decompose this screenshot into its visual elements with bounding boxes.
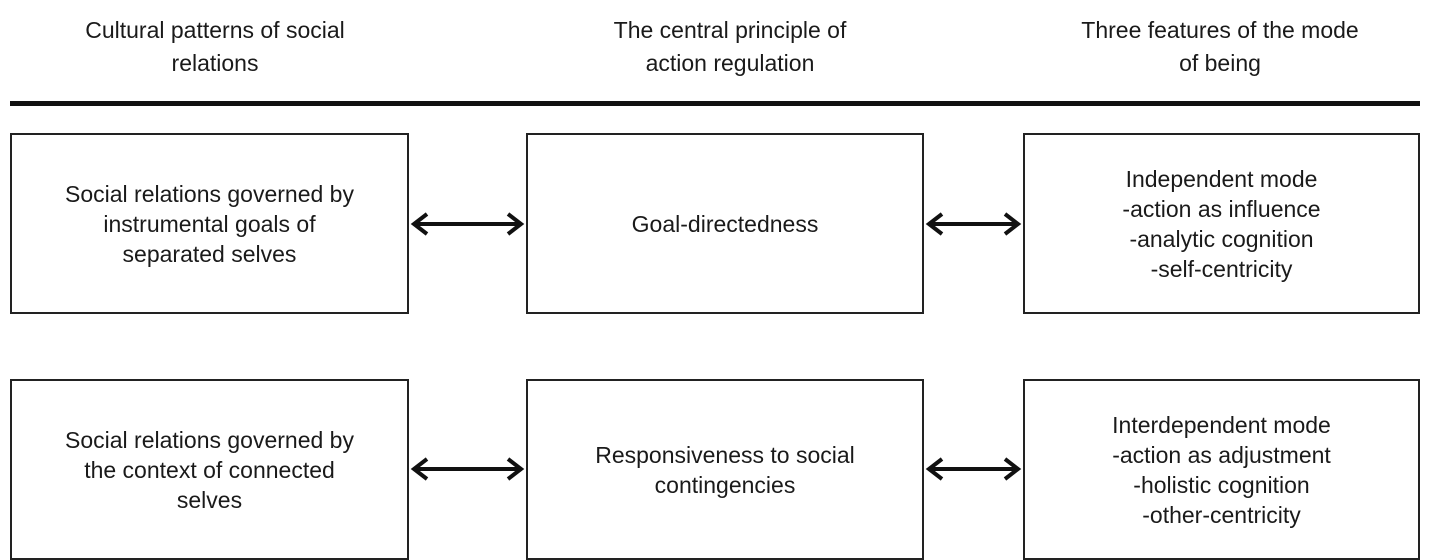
header-line: action regulation [645,50,815,76]
box-line: -self-centricity [1150,255,1293,282]
double-arrow-icon [410,457,525,481]
box-line: instrumental goals of [103,210,316,237]
double-arrow-icon [410,212,525,236]
box-line: Social relations governed by [65,426,354,453]
box-line: -holistic cognition [1133,471,1310,498]
box-responsiveness: Responsiveness to social contingencies [526,379,924,560]
header-line: Cultural patterns of social [85,17,345,43]
box-interdependent-mode: Interdependent mode -action as adjustmen… [1023,379,1420,560]
box-independent-social-relations: Social relations governed by instrumenta… [10,133,409,314]
box-line: contingencies [654,471,796,498]
box-line: selves [176,486,243,513]
double-arrow-icon [925,457,1022,481]
box-line: Responsiveness to social [595,441,855,468]
double-arrow-icon [925,212,1022,236]
header-line: of being [1179,50,1261,76]
box-interdependent-social-relations: Social relations governed by the context… [10,379,409,560]
column-header-mode-of-being: Three features of the mode of being [1020,14,1420,80]
box-independent-mode: Independent mode -action as influence -a… [1023,133,1420,314]
box-line: Independent mode [1125,165,1318,192]
box-line: Goal-directedness [631,210,819,237]
header-divider [10,101,1420,106]
box-line: -action as influence [1122,195,1321,222]
box-line: Social relations governed by [65,180,354,207]
column-header-central-principle: The central principle of action regulati… [530,14,930,80]
header-line: Three features of the mode [1081,17,1359,43]
header-line: The central principle of [613,17,847,43]
box-line: -action as adjustment [1112,441,1331,468]
box-line: separated selves [122,240,297,267]
column-header-cultural-patterns: Cultural patterns of social relations [20,14,410,80]
header-line: relations [171,50,259,76]
box-line: -analytic cognition [1129,225,1314,252]
box-line: the context of connected [84,456,335,483]
box-goal-directedness: Goal-directedness [526,133,924,314]
box-line: -other-centricity [1142,501,1301,528]
box-line: Interdependent mode [1112,411,1331,438]
